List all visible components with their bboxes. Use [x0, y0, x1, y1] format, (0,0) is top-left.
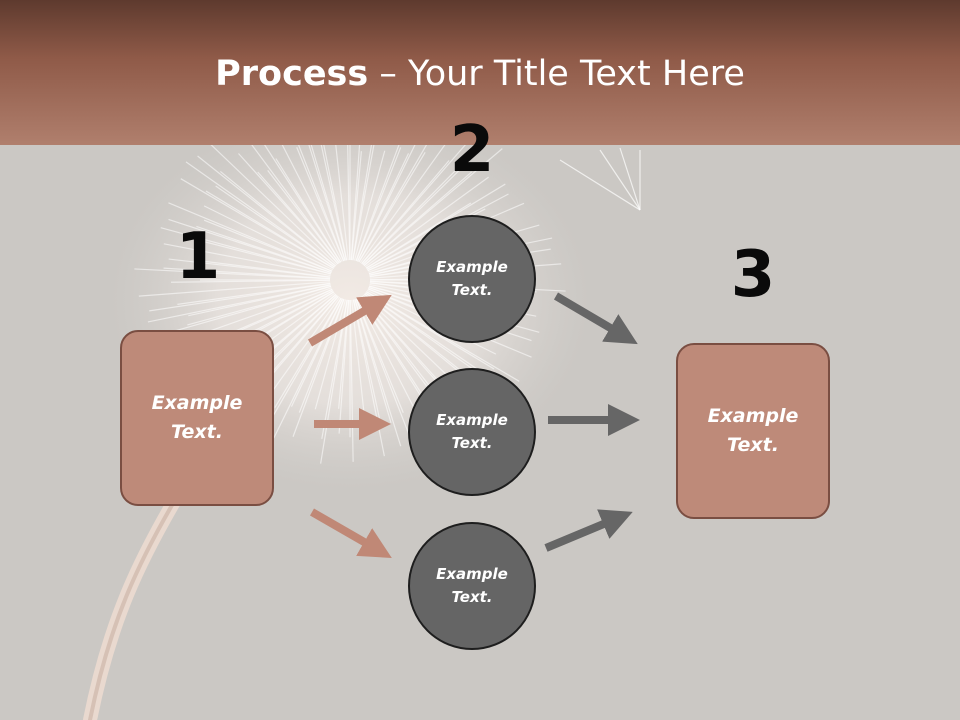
dandelion-strand: [198, 239, 332, 275]
dandelion-strand: [168, 202, 333, 272]
dandelion-strand: [358, 128, 437, 263]
dandelion-strand: [203, 205, 334, 271]
dandelion-strand: [197, 155, 336, 267]
circle-top-text: Example Text.: [436, 258, 508, 299]
dandelion-strand: [308, 136, 346, 261]
dandelion-strand: [359, 130, 456, 264]
left-box-text: Example Text.: [151, 392, 243, 443]
left-process-box[interactable]: Example Text.: [120, 330, 274, 506]
dandelion-strand: [203, 219, 333, 272]
dandelion-strand: [350, 126, 362, 261]
dandelion-strand: [168, 258, 331, 278]
dandelion-strand: [197, 259, 331, 278]
right-box-text: Example Text.: [707, 405, 799, 456]
dandelion-strand: [196, 225, 332, 273]
right-process-box[interactable]: Example Text.: [676, 343, 830, 519]
dandelion-strand: [147, 284, 331, 323]
circle-bottom-text: Example Text.: [436, 565, 508, 606]
header-bar: [0, 0, 960, 145]
dandelion-strand: [259, 137, 342, 263]
title-bold: Process: [215, 54, 369, 94]
dandelion-strand: [149, 282, 331, 312]
step-number-2: 2: [449, 113, 495, 187]
title-dash: –: [368, 54, 408, 94]
dandelion-strand: [219, 170, 337, 267]
step-number-3: 3: [730, 238, 776, 312]
dandelion-strand: [180, 178, 334, 269]
dandelion-strand: [185, 161, 336, 268]
dandelion-strand: [363, 148, 503, 267]
dandelion-strand: [171, 279, 331, 283]
dandelion-strand: [364, 176, 489, 268]
dandelion-strand: [353, 150, 386, 261]
dandelion-strand: [362, 142, 484, 265]
dandelion-strand: [362, 162, 467, 266]
title-rest: Your Title Text Here: [407, 54, 745, 94]
circle-middle-text: Example Text.: [436, 411, 508, 452]
dandelion-strand: [215, 185, 335, 268]
dandelion-strand: [319, 138, 348, 261]
dandelion-strand: [177, 282, 331, 305]
dandelion-strand: [355, 147, 402, 262]
dandelion-strand: [275, 158, 342, 263]
dandelion-strand: [163, 267, 331, 280]
dandelion-strand: [257, 171, 339, 265]
dandelion-strand: [134, 268, 331, 280]
dandelion-strand: [357, 121, 427, 262]
dandelion-strand: [168, 218, 332, 274]
dandelion-strand: [238, 153, 339, 265]
dandelion-strand: [199, 287, 332, 335]
dandelion-strand: [358, 151, 426, 263]
dandelion-strand: [355, 123, 408, 262]
dandelion-strand: [205, 190, 335, 269]
step-number-1: 1: [175, 220, 221, 294]
dandelion-strand: [247, 139, 340, 264]
process-circle-middle[interactable]: Example Text.: [408, 368, 536, 496]
dandelion-strand: [333, 130, 349, 261]
dandelion-strand: [138, 281, 331, 297]
dandelion-strand: [267, 170, 340, 264]
dandelion-strand: [350, 151, 362, 261]
dandelion-strand: [160, 285, 332, 336]
process-circle-bottom[interactable]: Example Text.: [408, 522, 536, 650]
dandelion-strand: [205, 139, 338, 266]
dandelion-strand: [187, 285, 332, 326]
dandelion-strand: [296, 147, 345, 262]
dandelion-strand: [361, 133, 476, 265]
slide-title[interactable]: Process – Your Title Text Here: [0, 50, 960, 98]
dandelion-strand: [271, 124, 343, 262]
dandelion-strand: [163, 243, 331, 277]
dandelion-strand: [160, 227, 332, 275]
process-circle-top[interactable]: Example Text.: [408, 215, 536, 343]
